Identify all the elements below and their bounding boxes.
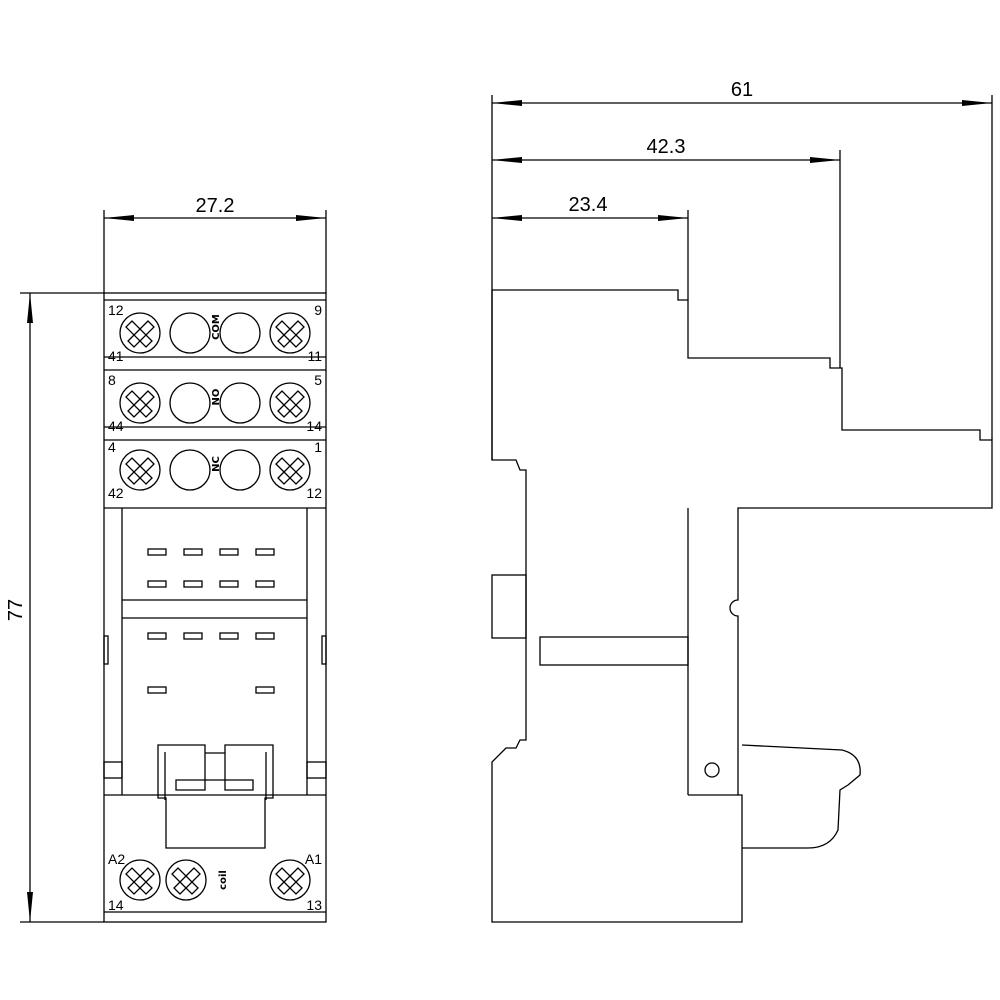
screw-icon[interactable] (269, 449, 311, 491)
width-dimension: 27.2 (196, 195, 235, 217)
contact-slot (183, 632, 203, 640)
terminal-label: A2 (108, 851, 125, 867)
clip-handle (741, 744, 861, 849)
contact-slot (255, 548, 275, 556)
terminal-label: 9 (314, 302, 322, 318)
contact-slot (183, 548, 203, 556)
screw-icon[interactable] (165, 859, 207, 901)
terminal-row: 12 9 41 11 COM (108, 302, 322, 364)
screw-icon[interactable] (269, 859, 311, 901)
contact-slot (147, 632, 167, 640)
socket-outline (103, 292, 327, 923)
terminal-hole (169, 382, 211, 424)
contact-slot (219, 632, 239, 640)
terminal-label: 13 (306, 897, 322, 913)
contact-slot (219, 580, 239, 588)
mid-depth-dimension: 42.3 (647, 136, 686, 158)
terminal-label: 14 (108, 897, 124, 913)
contact-type-label: NC (211, 456, 222, 472)
terminal-label: 12 (108, 302, 124, 318)
height-dimension: 77 (5, 599, 27, 621)
terminal-hole (219, 449, 261, 491)
contact-slot (147, 686, 167, 694)
contact-type-label: COM (211, 314, 222, 340)
screw-icon[interactable] (269, 382, 311, 424)
screw-icon[interactable] (119, 449, 161, 491)
contact-slot (219, 548, 239, 556)
front-depth-dimension: 23.4 (569, 194, 608, 216)
terminal-label: 44 (108, 418, 124, 434)
terminal-label: A1 (305, 851, 322, 867)
coil-row: A2 A1 14 13 coil (108, 851, 322, 913)
contact-type-label: NO (211, 389, 222, 406)
side-view: 61 42.3 23.4 (491, 79, 993, 923)
coil-label: coil (218, 870, 229, 890)
terminal-label: 8 (108, 372, 116, 388)
terminal-label: 11 (307, 348, 322, 364)
din-rail-bar (539, 636, 689, 666)
screw-icon[interactable] (119, 312, 161, 354)
contact-slot (183, 580, 203, 588)
contact-slot (255, 632, 275, 640)
terminal-hole (169, 312, 211, 354)
terminal-hole (219, 312, 261, 354)
screw-icon[interactable] (119, 382, 161, 424)
total-depth-dimension: 61 (731, 79, 753, 101)
contact-slot (147, 548, 167, 556)
terminal-label: 1 (314, 439, 322, 455)
side-outline (491, 289, 993, 923)
terminal-label: 4 (108, 439, 116, 455)
terminal-hole (169, 449, 211, 491)
terminal-hole (219, 382, 261, 424)
terminal-label: 12 (306, 485, 322, 501)
contact-slot (147, 580, 167, 588)
terminal-label: 5 (314, 372, 322, 388)
terminal-label: 41 (108, 348, 124, 364)
terminal-row: 4 1 42 12 NC (108, 439, 322, 501)
terminal-label: 14 (306, 418, 322, 434)
contact-slot (255, 580, 275, 588)
contact-slot (255, 686, 275, 694)
terminal-row: 8 5 44 14 NO (108, 372, 322, 434)
screw-icon[interactable] (119, 859, 161, 901)
retaining-clip (157, 744, 274, 849)
terminal-label: 42 (108, 485, 124, 501)
screw-icon[interactable] (269, 312, 311, 354)
